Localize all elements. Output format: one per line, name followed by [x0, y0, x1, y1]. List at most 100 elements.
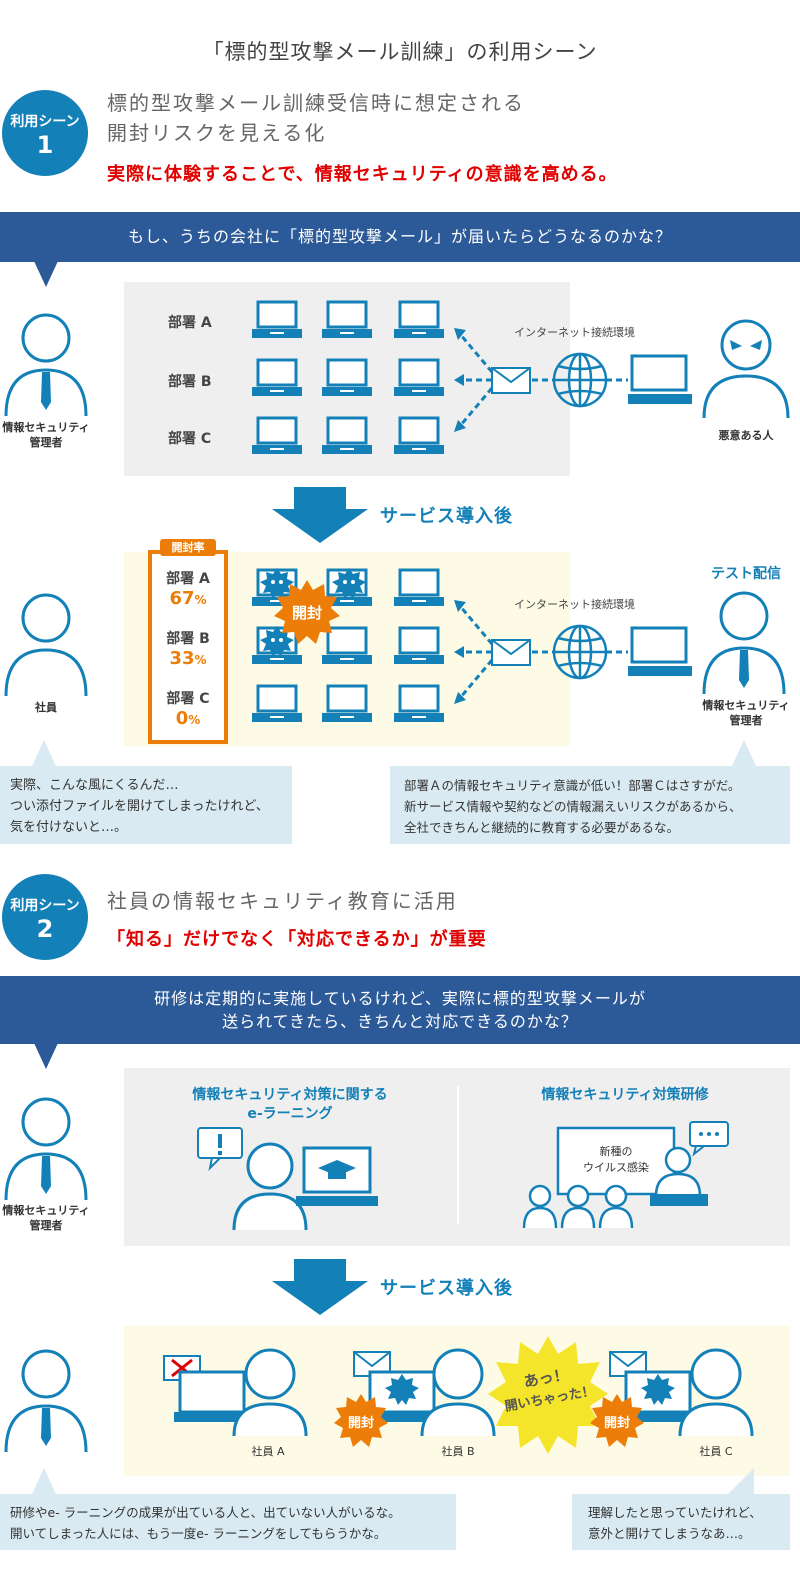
scene-badge-number: 2	[36, 915, 54, 943]
opened-label: 開封	[603, 1416, 630, 1431]
laptop-icon	[392, 358, 446, 398]
admin-label-line2: 管理者	[29, 1219, 63, 1232]
training-screen-text: 新種の ウイルス感染	[558, 1144, 674, 1176]
comment-line: 理解したと思っていたけれど、	[588, 1505, 762, 1520]
comment-line: 部署Ａの情報セキュリティ意識が低い！部署Ｃはさすがだ。	[404, 778, 741, 793]
globe-icon	[552, 352, 608, 408]
test-delivery-path-diagram	[454, 600, 692, 704]
open-rate-unit: %	[188, 713, 201, 727]
open-rate-dept: 部署 B	[166, 631, 210, 647]
opened-burst-icon	[334, 1394, 388, 1447]
comment-line: 気を付けないと…。	[10, 820, 128, 835]
scene-2-badge: 利用シーン 2	[2, 874, 88, 960]
scene-1-heading: 標的型攻撃メール訓練受信時に想定される 開封リスクを見える化	[107, 88, 525, 148]
laptop-icon	[252, 300, 302, 338]
attacker-label: 悪意ある人	[718, 429, 774, 442]
banner-pointer	[34, 1043, 58, 1069]
virus-icon	[385, 1374, 419, 1405]
dept-label: 部署 B	[168, 374, 212, 390]
envelope-icon	[491, 367, 531, 394]
scene-1-heading-line1: 標的型攻撃メール訓練受信時に想定される	[107, 91, 525, 115]
laptop-icon	[320, 684, 374, 724]
attack-path-diagram	[454, 328, 692, 432]
open-rate-value: 0	[175, 708, 189, 729]
laptop-icon	[320, 358, 374, 398]
scene-1-badge: 利用シーン 1	[2, 90, 88, 176]
open-rate-value: 67	[169, 588, 195, 609]
laptop-icon	[320, 416, 374, 456]
training-illustration	[522, 1121, 729, 1229]
banner-pointer	[34, 261, 58, 287]
laptop-icon	[392, 416, 446, 456]
admin-label-line2: 管理者	[729, 714, 763, 727]
elearning-title-line2: e-ラーニング	[247, 1106, 333, 1122]
laptop-icon	[250, 684, 304, 724]
laptop-grid-before	[250, 300, 446, 456]
screen-text-line: ウイルス感染	[583, 1161, 649, 1174]
dept-label: 部署 C	[168, 431, 212, 447]
bubble-pointer	[728, 1468, 754, 1494]
down-arrow-icon	[272, 1259, 368, 1315]
opened-burst-icon	[590, 1394, 644, 1447]
admin-person-icon	[702, 591, 786, 695]
open-rate-box	[148, 550, 228, 744]
employee-a-illustration	[163, 1348, 308, 1437]
admin-label-line1: 情報セキュリティ	[2, 421, 90, 434]
virus-icon	[641, 1374, 675, 1405]
open-rate-row: 部署 C 0%	[148, 688, 228, 729]
laptop-icon	[392, 300, 446, 340]
scene-2-heading: 社員の情報セキュリティ教育に活用	[107, 889, 458, 913]
internet-label: インターネット接続環境	[514, 598, 635, 611]
open-rate-tag: 開封率	[160, 539, 216, 556]
elearning-title-line1: 情報セキュリティ対策に関する	[192, 1087, 388, 1103]
admin-label: 情報セキュリティ 管理者	[0, 420, 92, 450]
dept-label: 部署 A	[168, 315, 212, 331]
laptop-icon	[392, 684, 446, 724]
internet-label: インターネット接続環境	[514, 326, 635, 339]
scene-badge-label: 利用シーン	[10, 114, 80, 130]
employee-b-illustration	[353, 1348, 496, 1437]
comment-line: 実際、こんな風にくるんだ…	[10, 778, 179, 793]
employee-comment: 実際、こんな風にくるんだ… つい添付ファイルを開けてしまったけれど、 気を付けな…	[0, 766, 292, 844]
scene-1-heading-line2: 開封リスクを見える化	[107, 121, 327, 145]
virus-icon	[260, 568, 294, 599]
banner-line: 送られてきたら、きちんと対応できるのかな？	[222, 1012, 578, 1031]
comment-line: 開いてしまった人には、もう一度e- ラーニングをしてもらうかな。	[10, 1526, 387, 1541]
open-rate-dept: 部署 C	[166, 691, 210, 707]
admin-person-icon	[4, 1349, 88, 1453]
laptop-icon	[392, 626, 446, 666]
admin-comment: 研修やe- ラーニングの成果が出ている人と、出ていない人がいるな。 開いてしまっ…	[0, 1494, 456, 1550]
exclamation-bubble-icon	[197, 1127, 243, 1172]
admin-laptop-icon	[628, 626, 692, 676]
comment-line: 新サービス情報や契約などの情報漏えいリスクがあるから、	[404, 799, 742, 814]
open-rate-dept: 部署 A	[166, 571, 210, 587]
opened-label: 開封	[291, 604, 322, 622]
admin-label-line1: 情報セキュリティ	[2, 1204, 90, 1217]
attacker-icon	[702, 319, 790, 419]
employee-person-icon	[4, 593, 88, 697]
laptop-graduation-icon	[296, 1146, 378, 1206]
exclaim-burst-icon	[488, 1336, 608, 1454]
laptop-icon	[250, 358, 304, 398]
bubble-pointer	[732, 740, 756, 766]
down-arrow-icon	[272, 487, 368, 543]
elearning-title: 情報セキュリティ対策に関する e-ラーニング	[160, 1086, 420, 1124]
admin-label: 情報セキュリティ 管理者	[0, 1203, 92, 1233]
opened-burst-icon	[274, 580, 340, 644]
scene-2-highlight: 「知る」だけでなく「対応できるか」が重要	[107, 929, 487, 950]
employee-c-illustration	[609, 1348, 754, 1437]
scene-1-highlight: 実際に体験することで、情報セキュリティの意識を高める。	[107, 164, 618, 185]
after-label: サービス導入後	[380, 1278, 513, 1299]
admin-label-line2: 管理者	[29, 436, 63, 449]
scene-badge-label: 利用シーン	[10, 898, 80, 914]
open-rate-row: 部署 A 67%	[148, 568, 228, 609]
admin-person-icon	[4, 1097, 88, 1201]
open-rate-unit: %	[194, 593, 207, 607]
laptop-icon	[320, 300, 374, 340]
divider	[457, 1086, 459, 1224]
laptop-icon	[392, 568, 446, 608]
opened-label: 開封	[347, 1416, 374, 1431]
comment-line: つい添付ファイルを開けてしまったけれど、	[10, 799, 269, 814]
scene-2-banner: 研修は定期的に実施しているけれど、実際に標的型攻撃メールが 送られてきたら、きち…	[0, 976, 800, 1044]
speech-dots-icon	[689, 1121, 729, 1157]
